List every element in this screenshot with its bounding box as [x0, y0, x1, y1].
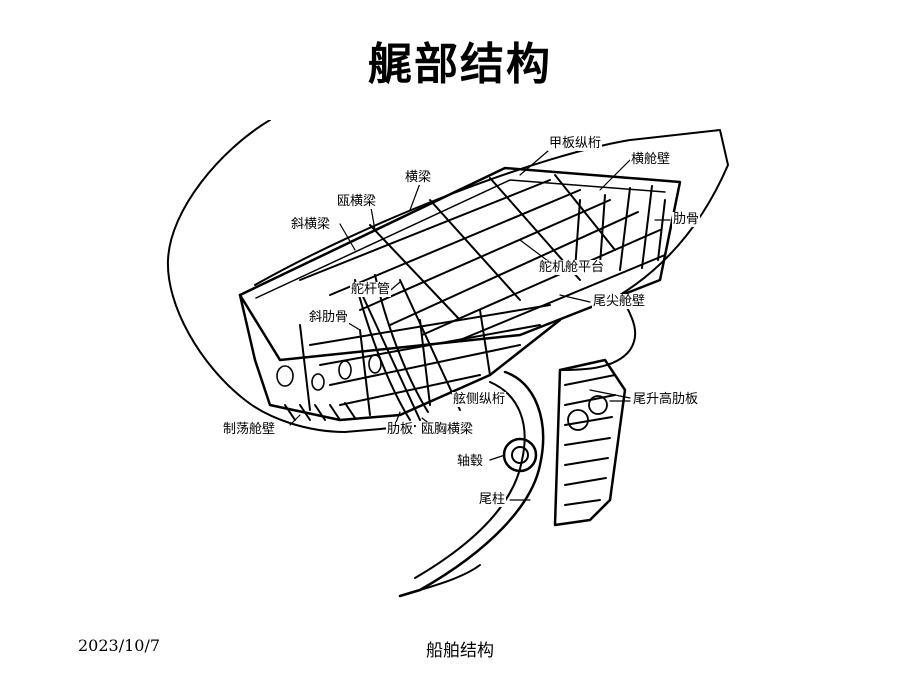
lower-structure	[299, 279, 551, 421]
label-cant-frame: 斜肋骨	[308, 310, 350, 325]
label-breast-hook: 瓯胸横梁	[420, 422, 475, 437]
stern-floor-ribs	[564, 374, 616, 506]
stern-floor-outline	[553, 358, 627, 527]
stern-structure-drawing	[166, 120, 729, 598]
main-deck	[238, 166, 682, 362]
label-cant-beam: 斜横梁	[290, 217, 332, 232]
label-beam: 横梁	[404, 170, 433, 185]
sternpost	[398, 370, 545, 598]
label-aft-peak-bulkhead: 尾尖舱壁	[592, 294, 647, 309]
hull-aft-curve	[559, 294, 637, 371]
rudder-sole	[399, 564, 481, 597]
slide-title: 艉部结构	[368, 39, 552, 90]
stern-floor-hole-2	[588, 395, 608, 415]
label-deck-girder: 甲板纵桁	[548, 136, 603, 151]
sternpost-inner	[414, 381, 526, 579]
label-transverse-bulkhead: 横舱壁	[630, 152, 672, 167]
side-frames	[574, 185, 666, 271]
label-floor: 肋板	[386, 422, 415, 437]
label-stern-floor: 尾升高肋板	[632, 392, 700, 407]
label-rudder-trunk: 舵杆管	[350, 282, 392, 297]
label-steering-flat: 舵机舱平台	[538, 260, 606, 275]
stern-structure-diagram: 甲板纵桁 横舱壁 肋骨 横梁 瓯横梁 斜横梁 舵机舱平台 舵杆管 尾尖舱壁 斜肋…	[160, 120, 740, 600]
shaft-boss-bore	[511, 446, 529, 464]
label-frame: 肋骨	[672, 212, 701, 227]
upper-hull-line	[254, 129, 729, 296]
deck-edge-inner	[255, 179, 666, 299]
deck-beams	[299, 174, 666, 341]
label-sternpost: 尾柱	[478, 492, 507, 507]
keel-hatching	[284, 402, 356, 421]
label-stern-beam: 瓯横梁	[336, 194, 378, 209]
label-side-stringer: 舷侧纵桁	[452, 392, 507, 407]
label-shaft-boss: 轴毂	[456, 454, 485, 469]
hull-outline	[166, 120, 416, 433]
label-swash-bulkhead: 制荡舱壁	[222, 422, 277, 437]
footer-date: 2023/10/7	[78, 636, 161, 655]
stern-floor-hole-1	[567, 409, 589, 431]
lightening-holes	[276, 354, 382, 391]
footer-title: 船舶结构	[426, 641, 494, 661]
